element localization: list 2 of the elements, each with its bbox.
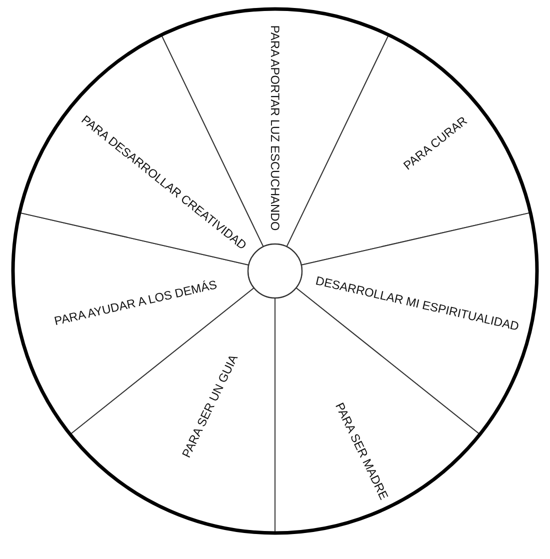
sector-label: PARA APORTAR LUZ ESCUCHANDO [268,25,282,231]
sector-label: PARA AYUDAR A LOS DEMÁS [52,278,218,328]
